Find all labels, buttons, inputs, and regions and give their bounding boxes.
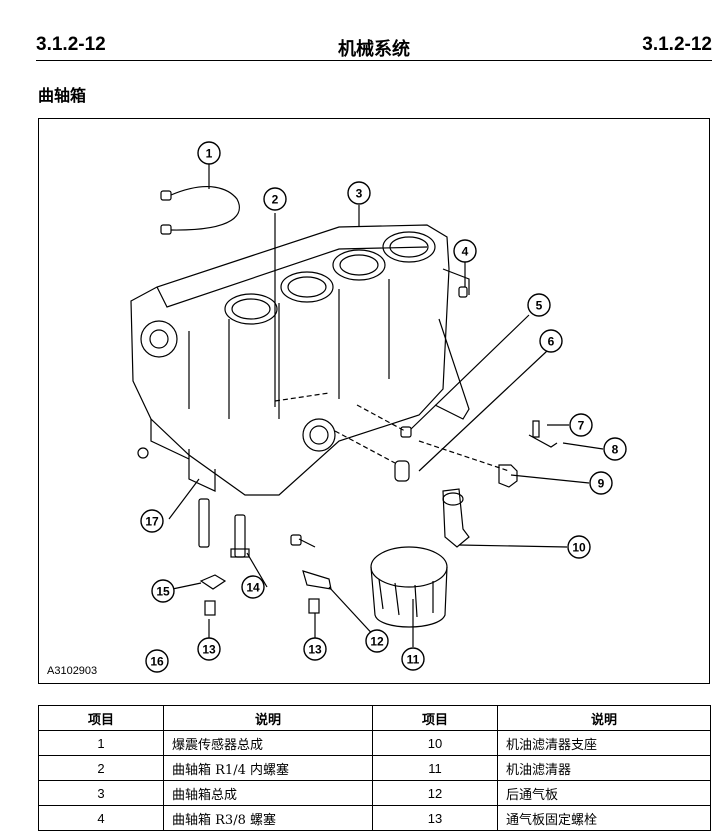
explode-lines [274,392,510,472]
callout-14: 14 [241,575,265,599]
item-number: 11 [372,755,498,781]
column-header-description: 说明 [497,705,711,731]
callout-label: 6 [548,335,555,349]
table-row: 2 曲轴箱 R1/4 内螺塞 11 机油滤清器 [38,755,711,781]
small-parts-drawing [198,286,558,628]
chapter-title: 机械系统 [338,39,410,60]
callout-17: 17 [140,509,164,533]
callout-3: 3 [347,181,371,205]
item-description: 后通气板 [497,780,711,806]
callout-13: 13 [197,637,221,661]
page-number-left: 3.1.2-12 [36,34,106,55]
parts-table: 项目 说明 项目 说明 1 爆震传感器总成 10 机油滤清器支座 2 曲轴箱 R… [38,705,711,831]
callout-12: 12 [365,629,389,653]
item-number: 10 [372,730,498,756]
column-header-item: 项目 [372,705,498,731]
callout-label: 9 [598,477,605,491]
callout-label: 15 [156,585,170,599]
knock-sensor-drawing [160,169,240,235]
callout-label: 1 [206,147,213,161]
callout-2: 2 [263,187,287,211]
callout-label: 5 [536,299,543,313]
callout-10: 10 [567,535,591,559]
callout-6: 6 [539,329,563,353]
item-description: 曲轴箱 R3/8 螺塞 [163,805,373,831]
section-title: 曲轴箱 [38,86,87,105]
callout-label: 13 [308,643,322,657]
table-row: 1 爆震传感器总成 10 机油滤清器支座 [38,730,711,756]
callout-13: 13 [303,637,327,661]
callout-9: 9 [589,471,613,495]
callout-16: 16 [145,649,169,673]
callout-8: 8 [603,437,627,461]
table-header-row: 项目 说明 项目 说明 [38,705,711,731]
callout-11: 11 [401,647,425,671]
callout-label: 10 [572,541,586,555]
item-description: 爆震传感器总成 [163,730,373,756]
item-number: 13 [372,805,498,831]
page-header: 3.1.2-12 机械系统 3.1.2-12 [36,30,712,61]
item-number: 12 [372,780,498,806]
callout-1: 1 [197,141,221,165]
callout-label: 3 [356,187,363,201]
callout-label: 4 [462,245,469,259]
item-description: 机油滤清器 [497,755,711,781]
callout-label: 7 [578,419,585,433]
callout-15: 15 [151,579,175,603]
figure-code: A3102903 [47,665,98,677]
callout-label: 2 [272,193,279,207]
column-header-description: 说明 [163,705,373,731]
crankcase-block-drawing [130,224,470,496]
callout-4: 4 [453,239,477,263]
item-number: 3 [38,780,164,806]
callout-5: 5 [527,293,551,317]
item-description: 曲轴箱总成 [163,780,373,806]
callout-label: 11 [407,653,420,667]
item-description: 曲轴箱 R1/4 内螺塞 [163,755,373,781]
item-number: 4 [38,805,164,831]
table-row: 4 曲轴箱 R3/8 螺塞 13 通气板固定螺栓 [38,805,711,831]
item-number: 2 [38,755,164,781]
callout-label: 17 [145,515,159,529]
column-header-item: 项目 [38,705,164,731]
callout-label: 16 [150,655,164,669]
callout-7: 7 [569,413,593,437]
table-row: 3 曲轴箱总成 12 后通气板 [38,780,711,806]
callout-label: 12 [370,635,384,649]
item-description: 机油滤清器支座 [497,730,711,756]
callout-label: 8 [612,443,619,457]
callout-label: 14 [246,581,260,595]
page-number-right: 3.1.2-12 [642,34,712,55]
item-description: 通气板固定螺栓 [497,805,711,831]
callout-label: 13 [202,643,216,657]
item-number: 1 [38,730,164,756]
